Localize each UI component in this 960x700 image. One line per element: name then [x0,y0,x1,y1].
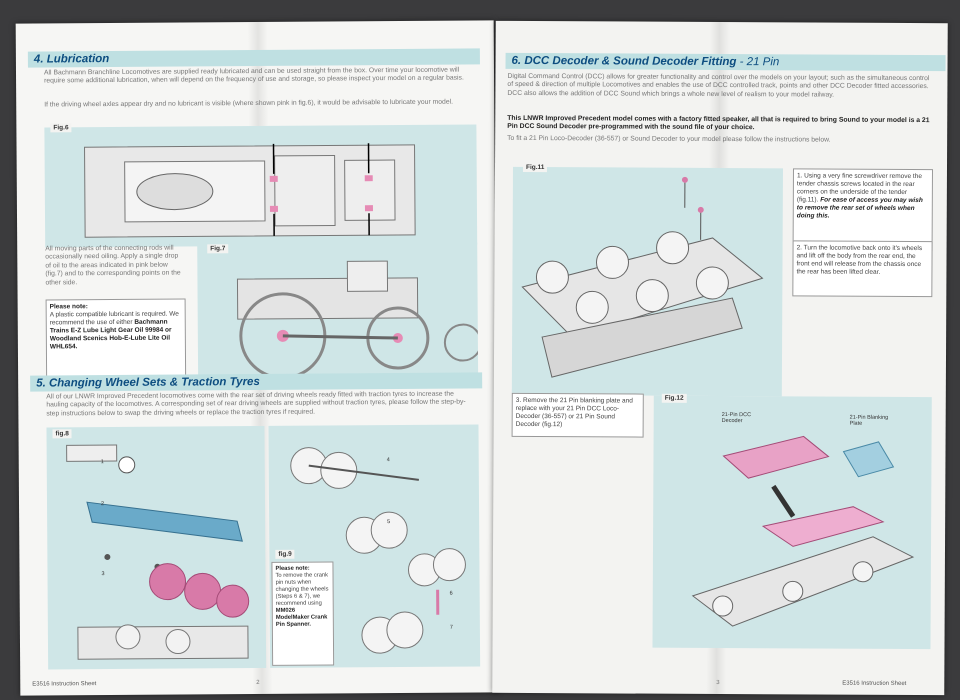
chassis-underside-drawing [84,143,416,238]
fig9-label: fig.9 [275,549,295,559]
right-footer: E3516 Instruction Sheet [842,680,907,687]
left-footer: E3516 Instruction Sheet [32,681,97,688]
step-4-label: 4 [386,457,390,464]
fig9-panel [268,424,481,668]
section-6-body: Digital Command Control (DCC) allows for… [507,72,930,99]
section-5-heading: 5. Changing Wheel Sets & Traction Tyres [30,372,483,392]
section-6-heading-suffix: - 21 Pin [736,56,780,69]
step-7-label: 7 [449,624,453,631]
section-4-body-2: If the driving wheel axles appear dry an… [44,98,454,109]
fig11-label: Fig.11 [522,162,548,173]
step-6-label: 6 [449,590,453,597]
fig6-panel [44,124,478,248]
left-page: 4. Lubrication All Bachmann Branchline L… [15,20,499,696]
decoder-callout: 21-Pin DCC Decoder [721,412,752,425]
step-5-label: 5 [387,519,391,526]
right-page-number: 3 [716,679,720,687]
step-1-label: 1 [100,459,104,466]
section-4-body: All Bachmann Branchline Locomotives are … [43,66,464,85]
section-6-heading-main: 6. DCC Decoder & Sound Decoder Fitting [511,54,737,69]
fig12-panel [652,395,932,650]
decoder-fitting-drawing [691,435,915,627]
blanking-plate-callout: 21-Pin Blanking Plate [849,414,889,427]
right-page: 6. DCC Decoder & Sound Decoder Fitting -… [492,20,948,696]
step-3-box: 3. Remove the 21 Pin blanking plate and … [511,392,644,438]
loco-side-drawing [236,260,479,379]
section-6-heading: 6. DCC Decoder & Sound Decoder Fitting -… [505,52,946,72]
fig6-label: Fig.6 [50,123,72,133]
fig12-label: Fig.12 [661,393,687,403]
lubricant-note-title: Please note: [49,303,88,311]
step-3-label: 3 [101,571,105,578]
step-2-label: 2 [100,501,105,508]
wheel-change-drawing [290,447,466,654]
moving-parts-text: All moving parts of the connecting rods … [45,244,181,287]
fig7-panel [197,242,479,379]
step-1-box: 1. Using a very fine screwdriver remove … [792,168,933,252]
tender-underside-drawing [521,176,764,378]
left-page-number: 2 [256,679,260,687]
step-2-box: 2. Turn the locomotive back onto it's wh… [792,240,933,298]
spanner-note-product: MM026 ModelMaker Crank Pin Spanner. [275,607,328,628]
section-6-bold-text: This LNWR Improved Precedent model comes… [507,114,930,132]
spanner-note-box: Please note: To remove the crank pin nut… [271,561,335,666]
fig7-label: Fig.7 [207,244,229,254]
section-6-fit-text: To fit a 21 Pin Loco-Decoder (36-557) or… [507,134,831,144]
section-5-body: All of our LNWR Improved Precedent locom… [46,390,466,418]
section-4-heading: 4. Lubrication [27,48,480,68]
spanner-note-text: To remove the crank pin nuts when changi… [275,572,329,607]
fig11-panel [511,166,783,397]
spanner-note-title: Please note: [275,565,310,572]
lubricant-note-box: Please note: A plastic compatible lubric… [45,298,187,380]
fig8-panel [46,425,267,670]
exploded-chassis-drawing [66,444,250,660]
fig8-label: fig.8 [52,429,72,439]
